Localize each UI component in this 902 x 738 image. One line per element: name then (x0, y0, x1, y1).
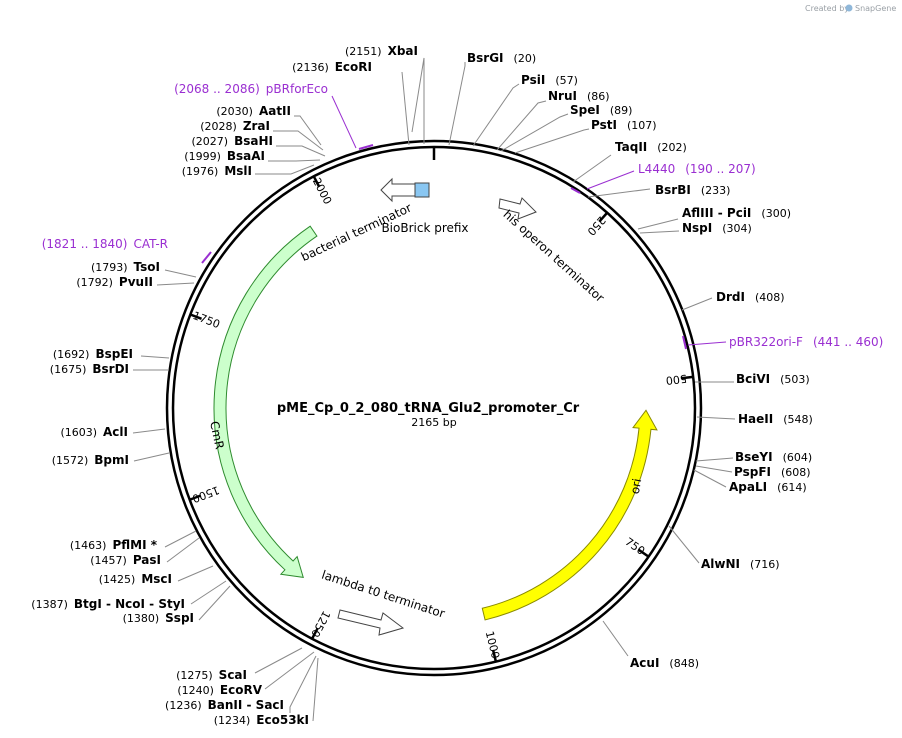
tick-label: 1500 (190, 483, 221, 505)
tick-mark (637, 548, 650, 558)
site-pspfi: PspFI(608) (734, 465, 811, 479)
biobrick-prefix-box (414, 182, 430, 198)
snapgene-credit: Created by SnapGene (805, 4, 896, 13)
tick-label: 1250 (308, 609, 333, 640)
site-taqii: TaqII(202) (615, 140, 687, 154)
lambda-t0-terminator-arrow (337, 609, 405, 636)
primer-cat-r: (1821 .. 1840)CAT-R (42, 237, 168, 251)
plasmid-title-block: pME_Cp_0_2_080_tRNA_Glu2_promoter_Cr 216… (277, 401, 580, 429)
site-psii: PsiI(57) (521, 73, 578, 87)
site-msci: (1425)MscI (99, 572, 172, 586)
tick-label: 500 (665, 372, 687, 387)
backbone (165, 139, 703, 677)
site-ecori: (2136)EcoRI (292, 60, 372, 74)
credit-brand: SnapGene (855, 4, 896, 13)
features (213, 225, 658, 621)
tick-mark (681, 375, 694, 380)
site-acui: AcuI(848) (630, 656, 699, 670)
primer-leader (586, 170, 635, 190)
site-eco53ki: (1234)Eco53kI (214, 713, 309, 727)
site-bcivi: BciVI(503) (736, 372, 810, 386)
tick-mark (312, 175, 321, 188)
site-afliii-pcii: AflIII - PciI(300) (682, 206, 791, 220)
site-nspi: NspI(304) (682, 221, 752, 235)
biobrick-prefix-label: BioBrick prefix (381, 221, 468, 235)
tick-label: 1750 (191, 309, 222, 331)
primer-leader (331, 95, 357, 149)
primer-leader (687, 341, 727, 346)
bacterial-terminator-arrow (380, 177, 416, 203)
site-banii-saci: (1236)BanII - SacI (165, 698, 284, 712)
primer-pbrforeco: (2068 .. 2086)pBRforEco (174, 82, 328, 96)
cmr-feature-arrow (213, 225, 318, 579)
site-tsoi: (1793)TsoI (91, 260, 160, 274)
tick-mark (189, 494, 202, 501)
ori-feature-arrow (481, 409, 658, 621)
primer-mark (201, 251, 212, 264)
tick-label: 1000 (483, 630, 502, 660)
primer-mark (570, 187, 581, 194)
site-msli: (1976)MslI (182, 164, 252, 178)
site-drdi: DrdI(408) (716, 290, 785, 304)
site-bspei: (1692)BspEI (53, 347, 133, 361)
site-bsaai: (1999)BsaAI (184, 149, 265, 163)
tick-label: 2000 (310, 176, 334, 207)
primer-pbr322ori-f: pBR322ori-F(441 .. 460) (729, 335, 883, 349)
tick-mark (189, 313, 202, 320)
site-spei: SpeI(89) (570, 103, 632, 117)
site-bseyi: BseYI(604) (735, 450, 812, 464)
site-pvuii: (1792)PvuII (76, 275, 153, 289)
cmr-feature-label: CmR (207, 420, 227, 451)
site-haeii: HaeII(548) (738, 412, 813, 426)
tick-mark (491, 649, 498, 662)
site-leader-lines (132, 57, 736, 722)
site-btgi-ncoi-styi: (1387)BtgI - NcoI - StyI (31, 597, 185, 611)
site-bpmi: (1572)BpmI (52, 453, 129, 467)
his-operon-terminator-arrow (498, 197, 537, 220)
site-sspi: (1380)SspI (123, 611, 194, 625)
site-alwni: AlwNI(716) (701, 557, 780, 571)
site-bsrgi: BsrGI(20) (467, 51, 536, 65)
ori-feature-label: ori (628, 477, 644, 495)
site-scai: (1275)ScaI (176, 668, 247, 682)
terminator-arrows (337, 177, 537, 636)
site-apali: ApaLI(614) (729, 480, 807, 494)
site-bsrbi: BsrBI(233) (655, 183, 730, 197)
snapgene-logo-icon (845, 4, 853, 12)
primer-mark (682, 335, 687, 350)
plasmid-size: 2165 bp (411, 416, 456, 429)
his-operon-terminator-label: his operon terminator (500, 207, 606, 305)
site-xbai: (2151)XbaI (345, 44, 418, 58)
site-acli: (1603)AclI (60, 425, 128, 439)
site-pasi: (1457)PasI (90, 553, 161, 567)
primer-annotations: (2068 .. 2086)pBRforEco (1821 .. 1840)CA… (42, 82, 883, 350)
site-bsrdi: (1675)BsrDI (50, 362, 129, 376)
site-nrui: NruI(86) (548, 89, 610, 103)
backbone-outer-strand (165, 139, 703, 677)
plasmid-name: pME_Cp_0_2_080_tRNA_Glu2_promoter_Cr (277, 401, 580, 416)
site-zrai: (2028)ZraI (200, 119, 270, 133)
site-aatii: (2030)AatII (216, 104, 291, 118)
primer-l4440: L4440(190 .. 207) (638, 162, 756, 176)
site-psti: PstI(107) (591, 118, 657, 132)
restriction-sites: (2151)XbaI (2136)EcoRI (2030)AatII (2028… (31, 44, 813, 727)
primer-mark (358, 144, 374, 150)
tick-mark (598, 211, 609, 223)
site-bsahi: (2027)BsaHI (192, 134, 273, 148)
site-pflmi: (1463)PflMI * (70, 538, 158, 552)
credit-prefix: Created by (805, 4, 849, 13)
tick-mark (310, 627, 319, 640)
site-ecorv: (1240)EcoRV (177, 683, 262, 697)
